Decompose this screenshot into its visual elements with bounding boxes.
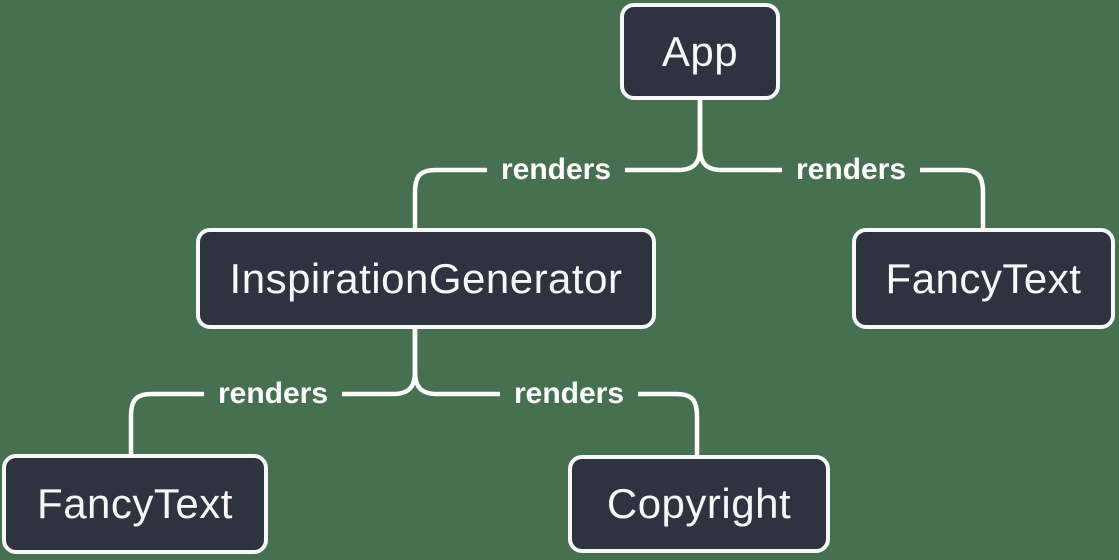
node-fancy-text-top-label: FancyText <box>885 254 1082 302</box>
edge-label-app-inspiration-generator: renders <box>486 152 626 188</box>
node-fancy-text-top: FancyText <box>852 228 1115 329</box>
edge-label-app-fancy-text: renders <box>781 152 921 188</box>
node-copyright-label: Copyright <box>606 480 792 527</box>
edge-label-inspiration-generator-copyright: renders <box>499 376 639 412</box>
node-fancy-text-bottom-label: FancyText <box>37 480 233 527</box>
node-fancy-text-bottom: FancyText <box>2 454 268 554</box>
node-inspiration-generator-label: InspirationGenerator <box>229 254 623 302</box>
edge-label-inspiration-generator-fancy-text: renders <box>203 376 343 412</box>
node-copyright: Copyright <box>568 455 830 553</box>
node-inspiration-generator: InspirationGenerator <box>196 228 656 329</box>
node-app-label: App <box>661 27 739 75</box>
node-app: App <box>620 3 780 100</box>
